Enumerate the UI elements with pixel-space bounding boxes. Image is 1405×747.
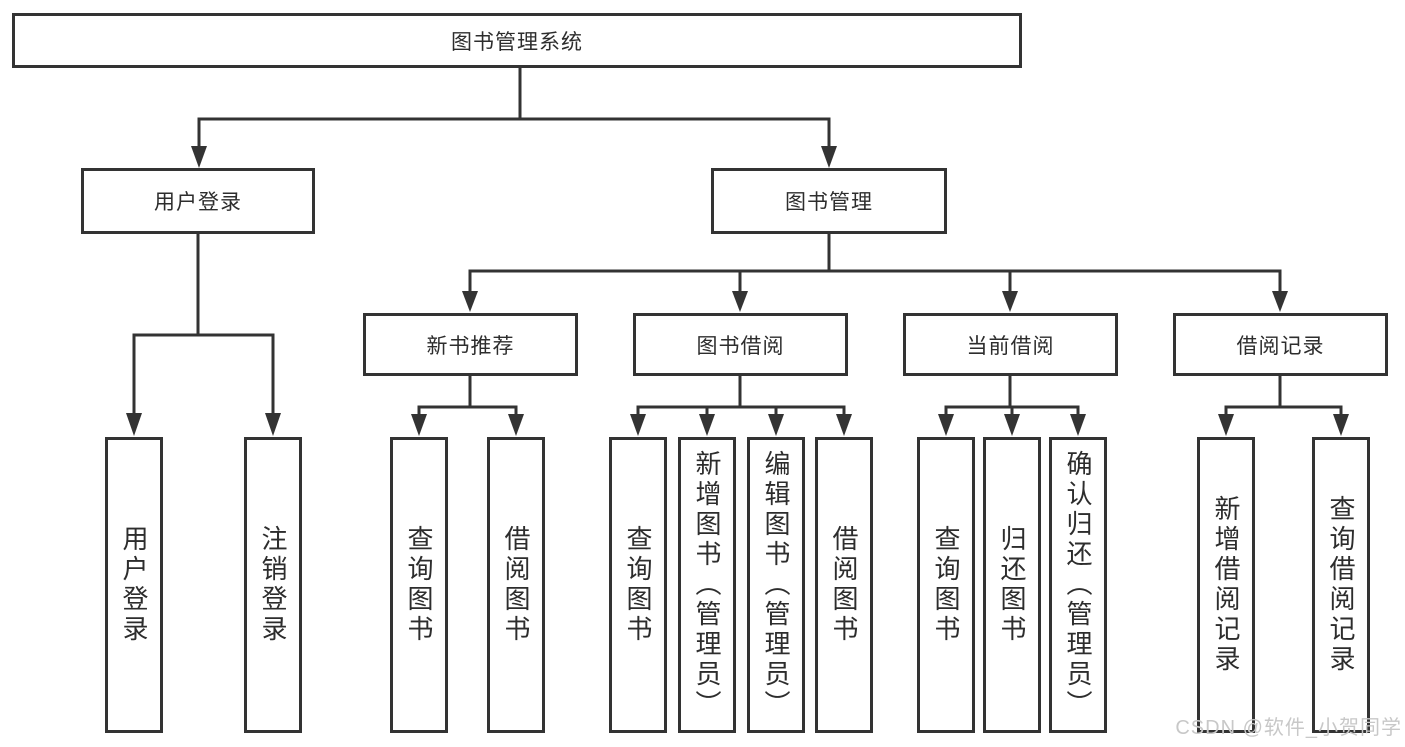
node-book-management: 图书管理	[711, 168, 947, 234]
leaf-br-query-record: 查询借阅记录	[1312, 437, 1370, 733]
leaf-logout-label: 注销登录	[258, 525, 288, 645]
leaf-cb-query-books-label: 查询图书	[931, 525, 961, 645]
leaf-bb-borrow-books-label: 借阅图书	[829, 525, 859, 645]
leaf-bb-add-book-admin: 新增图书（管理员）	[678, 437, 736, 733]
node-borrowing-records-label: 借阅记录	[1236, 334, 1325, 358]
node-book-borrowing-label: 图书借阅	[696, 334, 785, 358]
watermark: CSDN @软件_小贺同学	[1175, 717, 1402, 739]
leaf-user-login: 用户登录	[105, 437, 163, 733]
node-current-borrowing: 当前借阅	[903, 313, 1118, 376]
node-borrowing-records: 借阅记录	[1173, 313, 1388, 376]
leaf-cb-return-books-label: 归还图书	[997, 525, 1027, 645]
leaf-br-add-record: 新增借阅记录	[1197, 437, 1255, 733]
leaf-bb-query-books-label: 查询图书	[623, 525, 653, 645]
leaf-bb-edit-book-admin: 编辑图书（管理员）	[747, 437, 805, 733]
leaf-bb-query-books: 查询图书	[609, 437, 667, 733]
node-current-borrowing-label: 当前借阅	[966, 334, 1055, 358]
node-book-management-label: 图书管理	[785, 191, 873, 214]
leaf-br-query-record-label: 查询借阅记录	[1326, 495, 1356, 675]
leaf-nbr-query-books-label: 查询图书	[404, 525, 434, 645]
node-root-label: 图书管理系统	[451, 30, 583, 54]
node-user-login: 用户登录	[81, 168, 315, 234]
leaf-user-login-label: 用户登录	[119, 525, 149, 645]
leaf-br-add-record-label: 新增借阅记录	[1211, 495, 1241, 675]
leaf-cb-confirm-return-admin-label: 确认归还（管理员）	[1063, 450, 1093, 720]
node-user-login-label: 用户登录	[154, 191, 242, 214]
leaf-nbr-borrow-books-label: 借阅图书	[501, 525, 531, 645]
leaf-bb-borrow-books: 借阅图书	[815, 437, 873, 733]
leaf-bb-edit-book-admin-label: 编辑图书（管理员）	[761, 450, 791, 720]
leaf-cb-confirm-return-admin: 确认归还（管理员）	[1049, 437, 1107, 733]
leaf-logout: 注销登录	[244, 437, 302, 733]
node-book-borrowing: 图书借阅	[633, 313, 848, 376]
leaf-nbr-query-books: 查询图书	[390, 437, 448, 733]
node-new-book-recommendation-label: 新书推荐	[426, 334, 515, 358]
leaf-nbr-borrow-books: 借阅图书	[487, 437, 545, 733]
leaf-bb-add-book-admin-label: 新增图书（管理员）	[692, 450, 722, 720]
leaf-cb-query-books: 查询图书	[917, 437, 975, 733]
node-root: 图书管理系统	[12, 13, 1022, 68]
node-new-book-recommendation: 新书推荐	[363, 313, 578, 376]
leaf-cb-return-books: 归还图书	[983, 437, 1041, 733]
